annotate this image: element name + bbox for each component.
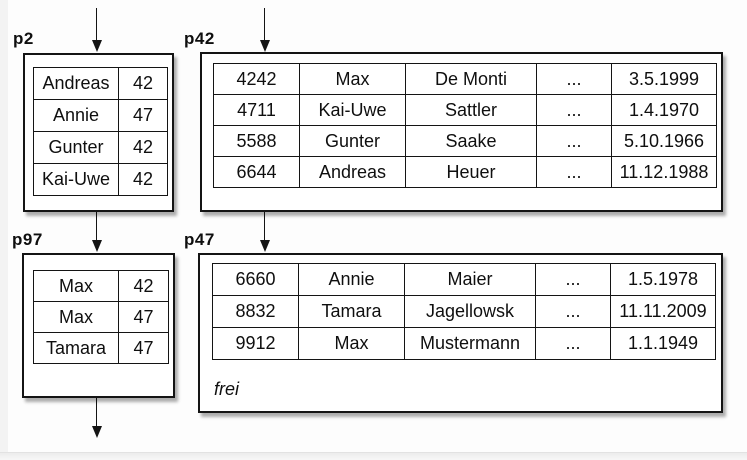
free-space-label: frei	[214, 379, 240, 399]
table-cell: De Monti	[405, 64, 536, 94]
table-cell: 4242	[236, 68, 277, 89]
page-label-p2: p2	[13, 29, 34, 48]
arrow-head-icon	[91, 240, 102, 252]
table-cell: Max	[58, 306, 93, 327]
table-cell: Kai-Uwe	[41, 169, 111, 189]
table-cell: Saake	[405, 126, 536, 156]
table-cell: 42	[118, 132, 167, 163]
arrow-top-to-p42	[259, 8, 270, 52]
table-cell: 5588	[236, 130, 277, 151]
table-cell: 6644	[236, 161, 277, 182]
table-cell: 42	[118, 68, 167, 99]
table-cell: Mustermann	[404, 328, 535, 359]
table-cell: Kai-Uwe	[299, 95, 405, 125]
table-cell: 11.11.2009	[610, 296, 715, 327]
table-row: Annie 47	[33, 99, 168, 132]
arrow-shaft	[263, 212, 266, 240]
table-cell: ...	[535, 296, 610, 327]
table-cell: Sattler	[405, 95, 536, 125]
table-row: Max 42	[33, 270, 169, 302]
table-cell: 5.10.1966	[611, 126, 716, 156]
table-row: Max 47	[33, 301, 169, 333]
page-label-p97: p97	[12, 230, 43, 249]
table-cell: 42	[118, 271, 168, 301]
table-row: Andreas 42	[33, 67, 168, 100]
table-cell: ...	[535, 264, 610, 295]
table-row: Gunter 42	[33, 131, 168, 164]
table-cell: 1.4.1970	[611, 95, 716, 125]
table-cell: 3.5.1999	[611, 64, 716, 94]
table-cell: Max	[58, 275, 93, 296]
table-cell: 1.1.1949	[610, 328, 715, 359]
arrow-p2-to-p97	[91, 212, 102, 252]
left-edge-strip	[0, 0, 8, 452]
table-cell: 1.5.1978	[610, 264, 715, 295]
table-cell: 42	[118, 164, 167, 195]
arrow-top-to-p2	[91, 8, 102, 52]
table-cell: 47	[118, 333, 168, 363]
table-cell: 47	[118, 302, 168, 332]
arrow-shaft	[263, 8, 266, 40]
arrow-shaft	[95, 8, 98, 40]
table-cell: Gunter	[299, 126, 405, 156]
table-cell: 6660	[235, 269, 276, 289]
page-label-p42: p42	[184, 29, 215, 48]
table-cell: Andreas	[299, 157, 405, 187]
table-cell: 4711	[237, 99, 276, 120]
table-cell: Max	[299, 64, 405, 94]
table-row: Tamara 47	[33, 332, 169, 364]
arrow-head-icon	[259, 40, 270, 52]
table-cell: Annie	[298, 264, 404, 295]
page-label-p47: p47	[184, 230, 215, 249]
arrow-p97-down	[91, 398, 102, 438]
table-cell: Max	[298, 328, 404, 359]
bottom-edge-strip	[0, 452, 747, 460]
table-cell: Heuer	[405, 157, 536, 187]
table-cell: ...	[536, 126, 611, 156]
table-cell: 8832	[235, 301, 276, 321]
arrow-p42-to-p47	[259, 212, 270, 252]
table-row: Kai-Uwe 42	[33, 163, 168, 196]
table-cell: ...	[536, 157, 611, 187]
table-cell: 11.12.1988	[611, 157, 716, 187]
arrow-shaft	[95, 398, 98, 426]
table-cell: Andreas	[42, 73, 110, 93]
table-cell: Jagellowsk	[404, 296, 535, 327]
table-cell: ...	[536, 64, 611, 94]
table-cell: Gunter	[48, 137, 104, 157]
table-cell: Tamara	[298, 296, 404, 327]
table-cell: Annie	[52, 105, 100, 125]
arrow-shaft	[95, 212, 98, 240]
table-cell: ...	[535, 328, 610, 359]
table-cell: Tamara	[45, 337, 107, 358]
table-cell: ...	[536, 95, 611, 125]
table-cell: Maier	[404, 264, 535, 295]
arrow-head-icon	[259, 240, 270, 252]
table-cell: 9912	[235, 333, 276, 353]
table-cell: 47	[118, 100, 167, 131]
arrow-head-icon	[91, 40, 102, 52]
arrow-head-icon	[91, 426, 102, 438]
